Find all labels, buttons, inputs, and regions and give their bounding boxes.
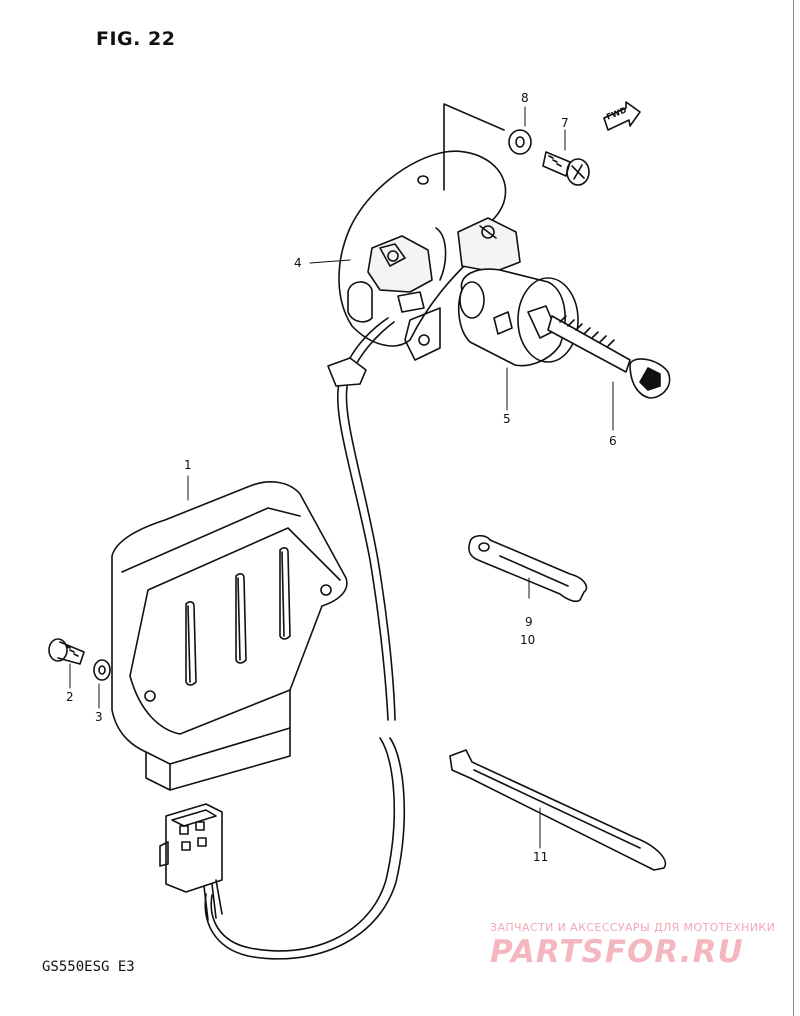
- pickup-plate-part-4: [338, 150, 521, 361]
- bolt-part-2: [48, 638, 85, 665]
- callout-8: 8: [521, 91, 529, 105]
- pickup-lead-wire-lower: [210, 737, 396, 952]
- wire-connector: [159, 803, 223, 921]
- fwd-arrow-icon: [603, 101, 641, 131]
- leader-bracket-8: [443, 103, 505, 191]
- leader-lines: [69, 106, 614, 849]
- washer-part-3: [93, 659, 111, 681]
- wire-grommet: [327, 357, 367, 387]
- callout-2: 2: [66, 690, 74, 704]
- pickup-lead-wire: [336, 317, 389, 721]
- callout-5: 5: [503, 412, 511, 426]
- callout-11: 11: [533, 850, 549, 864]
- pickup-lead-wire-lower-outer: [204, 737, 406, 960]
- callout-9: 9: [525, 615, 533, 629]
- callout-7: 7: [561, 116, 569, 130]
- rotor-part-5: [457, 268, 579, 367]
- watermark-logo: PARTSFOR.RU: [490, 934, 744, 970]
- cable-tie-part-11: [449, 749, 667, 871]
- ignitor-unit-part-1: [111, 481, 348, 791]
- watermark-tagline: ЗАПЧАСТИ И АКСЕССУАРЫ ДЛЯ МОТОТЕХНИКИ: [490, 921, 776, 934]
- washer-part-8: [508, 129, 532, 155]
- screw-part-7: [542, 151, 590, 186]
- figure-title: FIG. 22: [96, 28, 176, 50]
- callout-4: 4: [294, 256, 302, 270]
- callout-3: 3: [95, 710, 103, 724]
- page-edge-divider: [793, 0, 800, 1016]
- bolt-part-6: [527, 305, 671, 399]
- callout-6: 6: [609, 434, 617, 448]
- callout-10: 10: [520, 633, 536, 647]
- model-code: GS550ESG E3: [42, 959, 135, 975]
- clamp-part-9-10: [468, 534, 588, 603]
- callout-1: 1: [184, 458, 192, 472]
- pickup-lead-wire-outer: [345, 321, 396, 721]
